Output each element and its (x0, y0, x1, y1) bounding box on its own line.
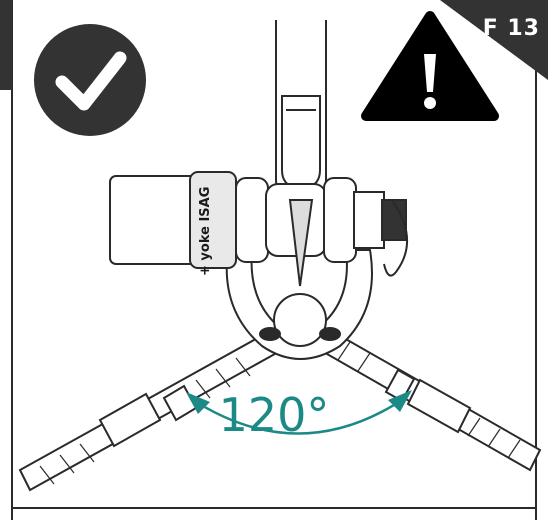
checkmark-circle-icon (34, 24, 146, 136)
shackle-marking-text: + yoke ISAG (198, 186, 213, 276)
figure-tag-label: F 13 (482, 16, 540, 41)
warning-triangle-icon (361, 11, 499, 121)
angle-arc (186, 390, 412, 435)
lifting-hook (275, 20, 327, 201)
corner-mark (0, 0, 12, 90)
angle-label: 120° (218, 388, 330, 442)
wire-rope-left (18, 328, 284, 492)
shackle-pin (109, 171, 408, 287)
shackle-bow (225, 249, 373, 360)
figure-tag-corner (440, 0, 548, 80)
